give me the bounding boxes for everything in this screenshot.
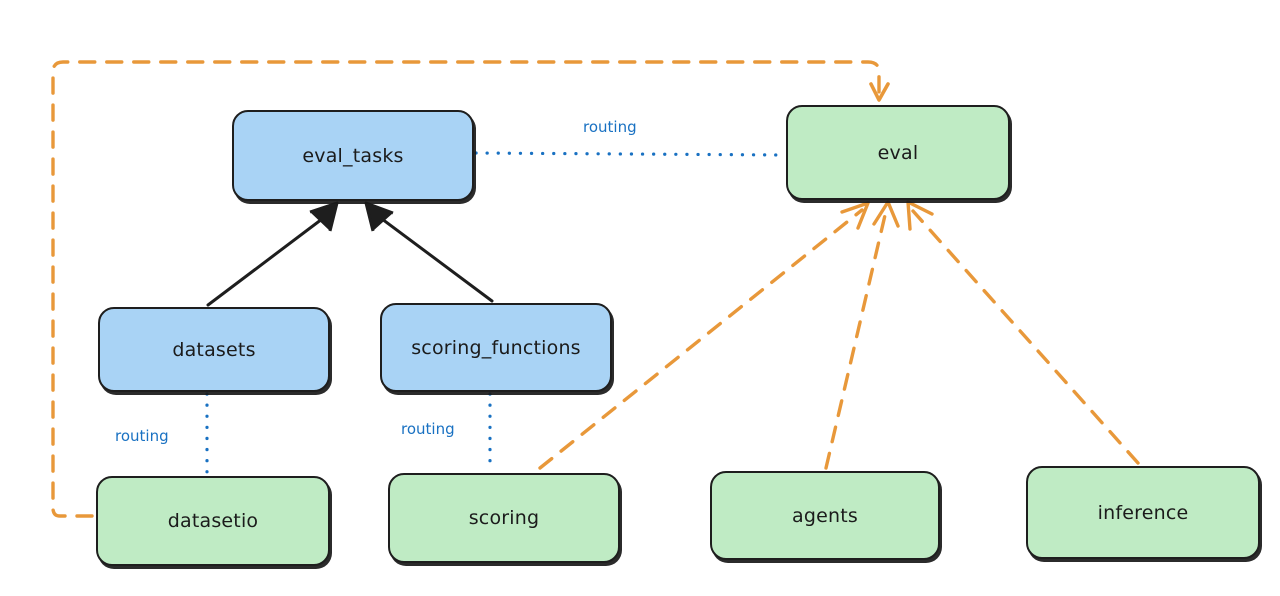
edge-scoring-to-eval	[538, 201, 870, 470]
edge-label-routing-eval-tasks: routing	[580, 118, 640, 136]
edge-agents-to-eval	[824, 200, 900, 470]
node-label: agents	[792, 504, 858, 527]
edge-datasets-to-eval-tasks	[206, 201, 339, 307]
node-scoring-functions[interactable]: scoring_functions	[380, 303, 612, 392]
node-label: datasets	[172, 338, 256, 361]
node-inference[interactable]: inference	[1026, 466, 1260, 559]
node-eval-tasks[interactable]: eval_tasks	[232, 110, 474, 201]
node-agents[interactable]: agents	[710, 471, 940, 560]
edge-inference-to-eval	[906, 200, 1140, 465]
node-scoring[interactable]: scoring	[388, 473, 620, 563]
node-label: eval	[877, 141, 919, 164]
node-label: scoring_functions	[411, 336, 581, 359]
node-label: inference	[1097, 501, 1189, 524]
edge-label-routing-datasets: routing	[112, 427, 172, 445]
node-label: eval_tasks	[302, 144, 404, 167]
node-eval[interactable]: eval	[786, 105, 1010, 200]
edge-datasetio-to-eval	[51, 60, 890, 518]
edge-scoring-functions-to-eval-tasks	[364, 201, 494, 303]
node-datasetio[interactable]: datasetio	[96, 476, 330, 566]
edge-label-routing-scoring-functions: routing	[398, 420, 458, 438]
edge-eval-tasks-to-eval	[474, 151, 786, 157]
node-datasets[interactable]: datasets	[98, 307, 330, 392]
node-label: scoring	[468, 507, 540, 529]
node-label: datasetio	[167, 510, 259, 532]
